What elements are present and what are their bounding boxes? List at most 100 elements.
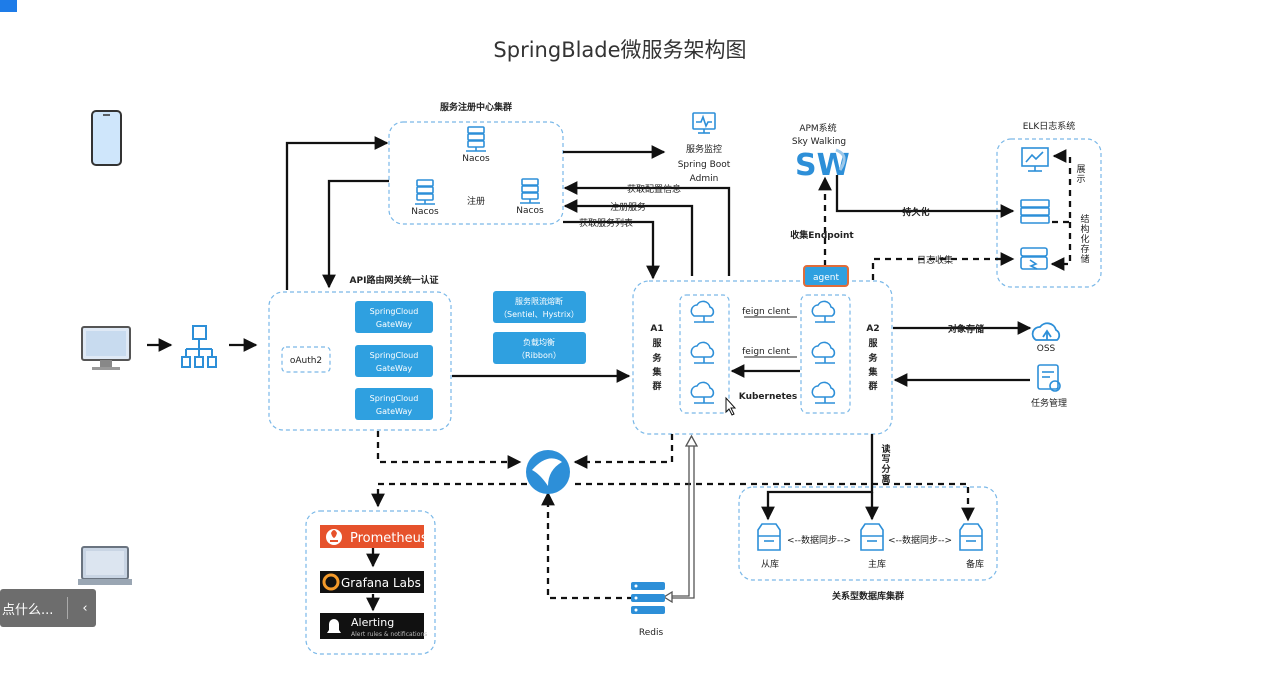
apm-label: APM系统	[799, 122, 836, 134]
monitor-label: 服务监控	[686, 143, 722, 155]
arrow-label-object-storage: 对象存储	[948, 323, 984, 335]
dash-cluster-sentinel	[573, 434, 674, 469]
gateway-box-label: GateWay	[376, 320, 412, 329]
sync-label: <--数据同步-->	[888, 534, 952, 546]
arrow-cluster-config	[563, 181, 731, 276]
mouse-cursor-icon	[725, 396, 737, 416]
oauth-label: oAuth2	[290, 356, 322, 366]
db-group-box	[738, 486, 998, 581]
grafana-badge	[320, 571, 424, 593]
springcloud-gateway-box	[355, 345, 433, 377]
elk-storage-icon	[1020, 247, 1048, 270]
a1-label: A1	[650, 324, 663, 334]
rw-split-label: 读写分离	[881, 443, 890, 485]
arrow-label-get-config: 获取配置信息	[627, 183, 681, 195]
a2-node-box	[800, 294, 851, 414]
db-master-label: 主库	[868, 558, 886, 570]
a1-label: 服	[652, 338, 662, 349]
elk-store-label: 结构化存储	[1080, 213, 1089, 265]
kubernetes-label: Kubernetes	[739, 392, 797, 402]
a2-label: 群	[867, 380, 877, 392]
service-cluster-box	[632, 280, 893, 435]
gateway-box-label: GateWay	[376, 364, 412, 373]
corner-tab	[0, 0, 17, 12]
db-backup-label: 备库	[966, 558, 984, 570]
gateway-box-label: SpringCloud	[370, 351, 419, 360]
db-group-label: 关系型数据库集群	[832, 590, 904, 602]
dash-backup	[575, 482, 975, 522]
gateway-box-label: SpringCloud	[370, 307, 419, 316]
oss-label: OSS	[1037, 344, 1056, 354]
a2-label: 务	[868, 352, 878, 364]
arrow-label-register-service: 注册服务	[610, 201, 646, 213]
bell-icon	[327, 619, 341, 633]
database-icon	[757, 523, 983, 551]
dash-elk-store	[1050, 222, 1072, 271]
task-management-icon	[1037, 364, 1061, 392]
grafana-icon	[322, 573, 340, 591]
nacos-label: Nacos	[411, 207, 439, 217]
dash-sentinel-monitoring	[371, 482, 527, 508]
phone-icon	[91, 110, 122, 166]
ribbon-box-label: （Ribbon）	[517, 351, 561, 360]
a1-label: 群	[651, 380, 661, 392]
ribbon-box	[493, 332, 586, 364]
load-balancer-icon	[181, 325, 217, 368]
gateway-group-box	[268, 291, 452, 431]
cloud-node-icon	[690, 300, 836, 404]
arrow-label-persist: 持久化	[902, 206, 929, 218]
oss-icon	[1031, 322, 1061, 341]
gateway-box-label: GateWay	[376, 407, 412, 416]
elk-show-label: 展示	[1076, 164, 1085, 185]
arrow-service-list	[563, 220, 660, 280]
prometheus-badge	[320, 525, 424, 548]
arrow-cluster-register	[563, 199, 694, 276]
grafana-label: Grafana Labs	[341, 576, 421, 590]
arrow-label-log-collect: 日志收集	[917, 254, 953, 266]
sentinel-hub-icon	[526, 450, 570, 494]
a2-label: 集	[867, 366, 878, 378]
dash-log-collect	[871, 252, 1015, 280]
gateway-group-label: API路由网关统一认证	[350, 274, 439, 286]
a2-label: 服	[868, 338, 878, 349]
elk-dashboard-icon	[1021, 147, 1049, 172]
nacos-label: Nacos	[516, 206, 544, 216]
arrow-persist	[835, 175, 1015, 218]
redis-icon	[631, 582, 665, 614]
arrow-label-service-list: 获取服务列表	[579, 217, 633, 229]
registry-group-label: 服务注册中心集群	[440, 101, 512, 113]
alerting-sub-label: Alert rules & notifications	[351, 631, 427, 638]
gateway-box-label: SpringCloud	[370, 394, 419, 403]
agent-label: agent	[813, 273, 839, 283]
dash-redis-sentinel	[541, 491, 644, 600]
monitor-label: Admin	[690, 174, 719, 184]
arrow-rw-slave	[761, 434, 874, 521]
a1-node-box	[679, 294, 730, 414]
a1-label: 务	[652, 352, 662, 364]
feign-label: feign clent	[742, 307, 790, 317]
prometheus-label: Prometheus	[350, 531, 428, 546]
skywalking-logo-icon: SW	[795, 148, 850, 183]
db-slave-label: 从库	[761, 558, 779, 570]
sentinel-box	[493, 291, 586, 323]
toolbar-text[interactable]: 点什么...	[2, 602, 54, 618]
monitor-icon	[692, 112, 716, 134]
dash-elk-show	[1052, 149, 1072, 224]
monitoring-group-box	[305, 510, 436, 655]
desktop-icon	[81, 326, 131, 370]
dash-gateway-sentinel	[376, 431, 522, 469]
registry-group-box	[388, 121, 564, 225]
arrow-label-collect: 收集Endpoint	[790, 229, 854, 241]
sentinel-box-label: （Sentiel、Hystrix）	[499, 310, 579, 319]
arrow-registry-gateway	[322, 179, 389, 289]
feign-label: feign clent	[742, 347, 790, 357]
springcloud-gateway-box	[355, 388, 433, 420]
a2-label: A2	[866, 324, 879, 334]
chevron-left-icon[interactable]: ‹	[82, 600, 88, 616]
sentinel-box-label: 服务限流熔断	[515, 296, 563, 306]
register-label: 注册	[467, 195, 485, 207]
nacos-icon	[415, 126, 540, 205]
toolbar-divider	[67, 597, 68, 619]
gateway-boxes	[355, 291, 586, 420]
